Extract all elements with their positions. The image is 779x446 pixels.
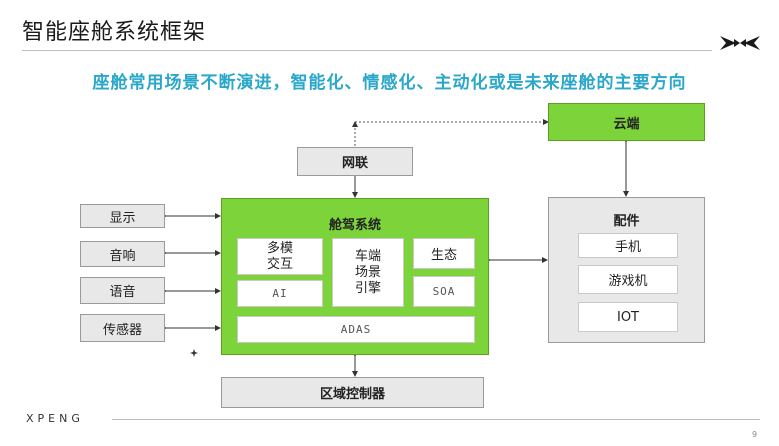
page-subtitle: 座舱常用场景不断演进，智能化、情感化、主动化或是未来座舱的主要方向 — [92, 73, 687, 93]
network-box: 网联 — [297, 147, 413, 176]
iot-item: IOT — [578, 302, 678, 332]
cockpit-system-title: 舱驾系统 — [328, 218, 381, 233]
multimodal-interaction-box: 多模 交互 — [237, 238, 323, 275]
ai-box: AI — [237, 280, 323, 307]
zone-controller-box: 区域控制器 — [221, 377, 484, 408]
title-divider — [22, 50, 712, 51]
sparkle-icon — [190, 349, 198, 357]
xpeng-logo-icon — [720, 36, 760, 50]
page-title: 智能座舱系统框架 — [22, 20, 207, 45]
accessories-title: 配件 — [613, 214, 640, 229]
cloud-box: 云端 — [548, 103, 705, 141]
footer-divider — [112, 419, 760, 420]
display-module: 显示 — [80, 204, 165, 228]
soa-box: SOA — [413, 276, 475, 307]
adas-box: ADAS — [237, 316, 475, 343]
speaker-module: 音响 — [80, 241, 165, 267]
footer-brand: XPENG — [26, 412, 84, 425]
page-number: 9 — [752, 430, 758, 439]
game-console-item: 游戏机 — [578, 265, 678, 294]
voice-module: 语音 — [80, 277, 165, 304]
scene-engine-box: 车端 场景 引擎 — [332, 238, 404, 307]
phone-item: 手机 — [578, 233, 678, 258]
ecosystem-box: 生态 — [413, 238, 475, 269]
sensor-module: 传感器 — [80, 314, 165, 342]
